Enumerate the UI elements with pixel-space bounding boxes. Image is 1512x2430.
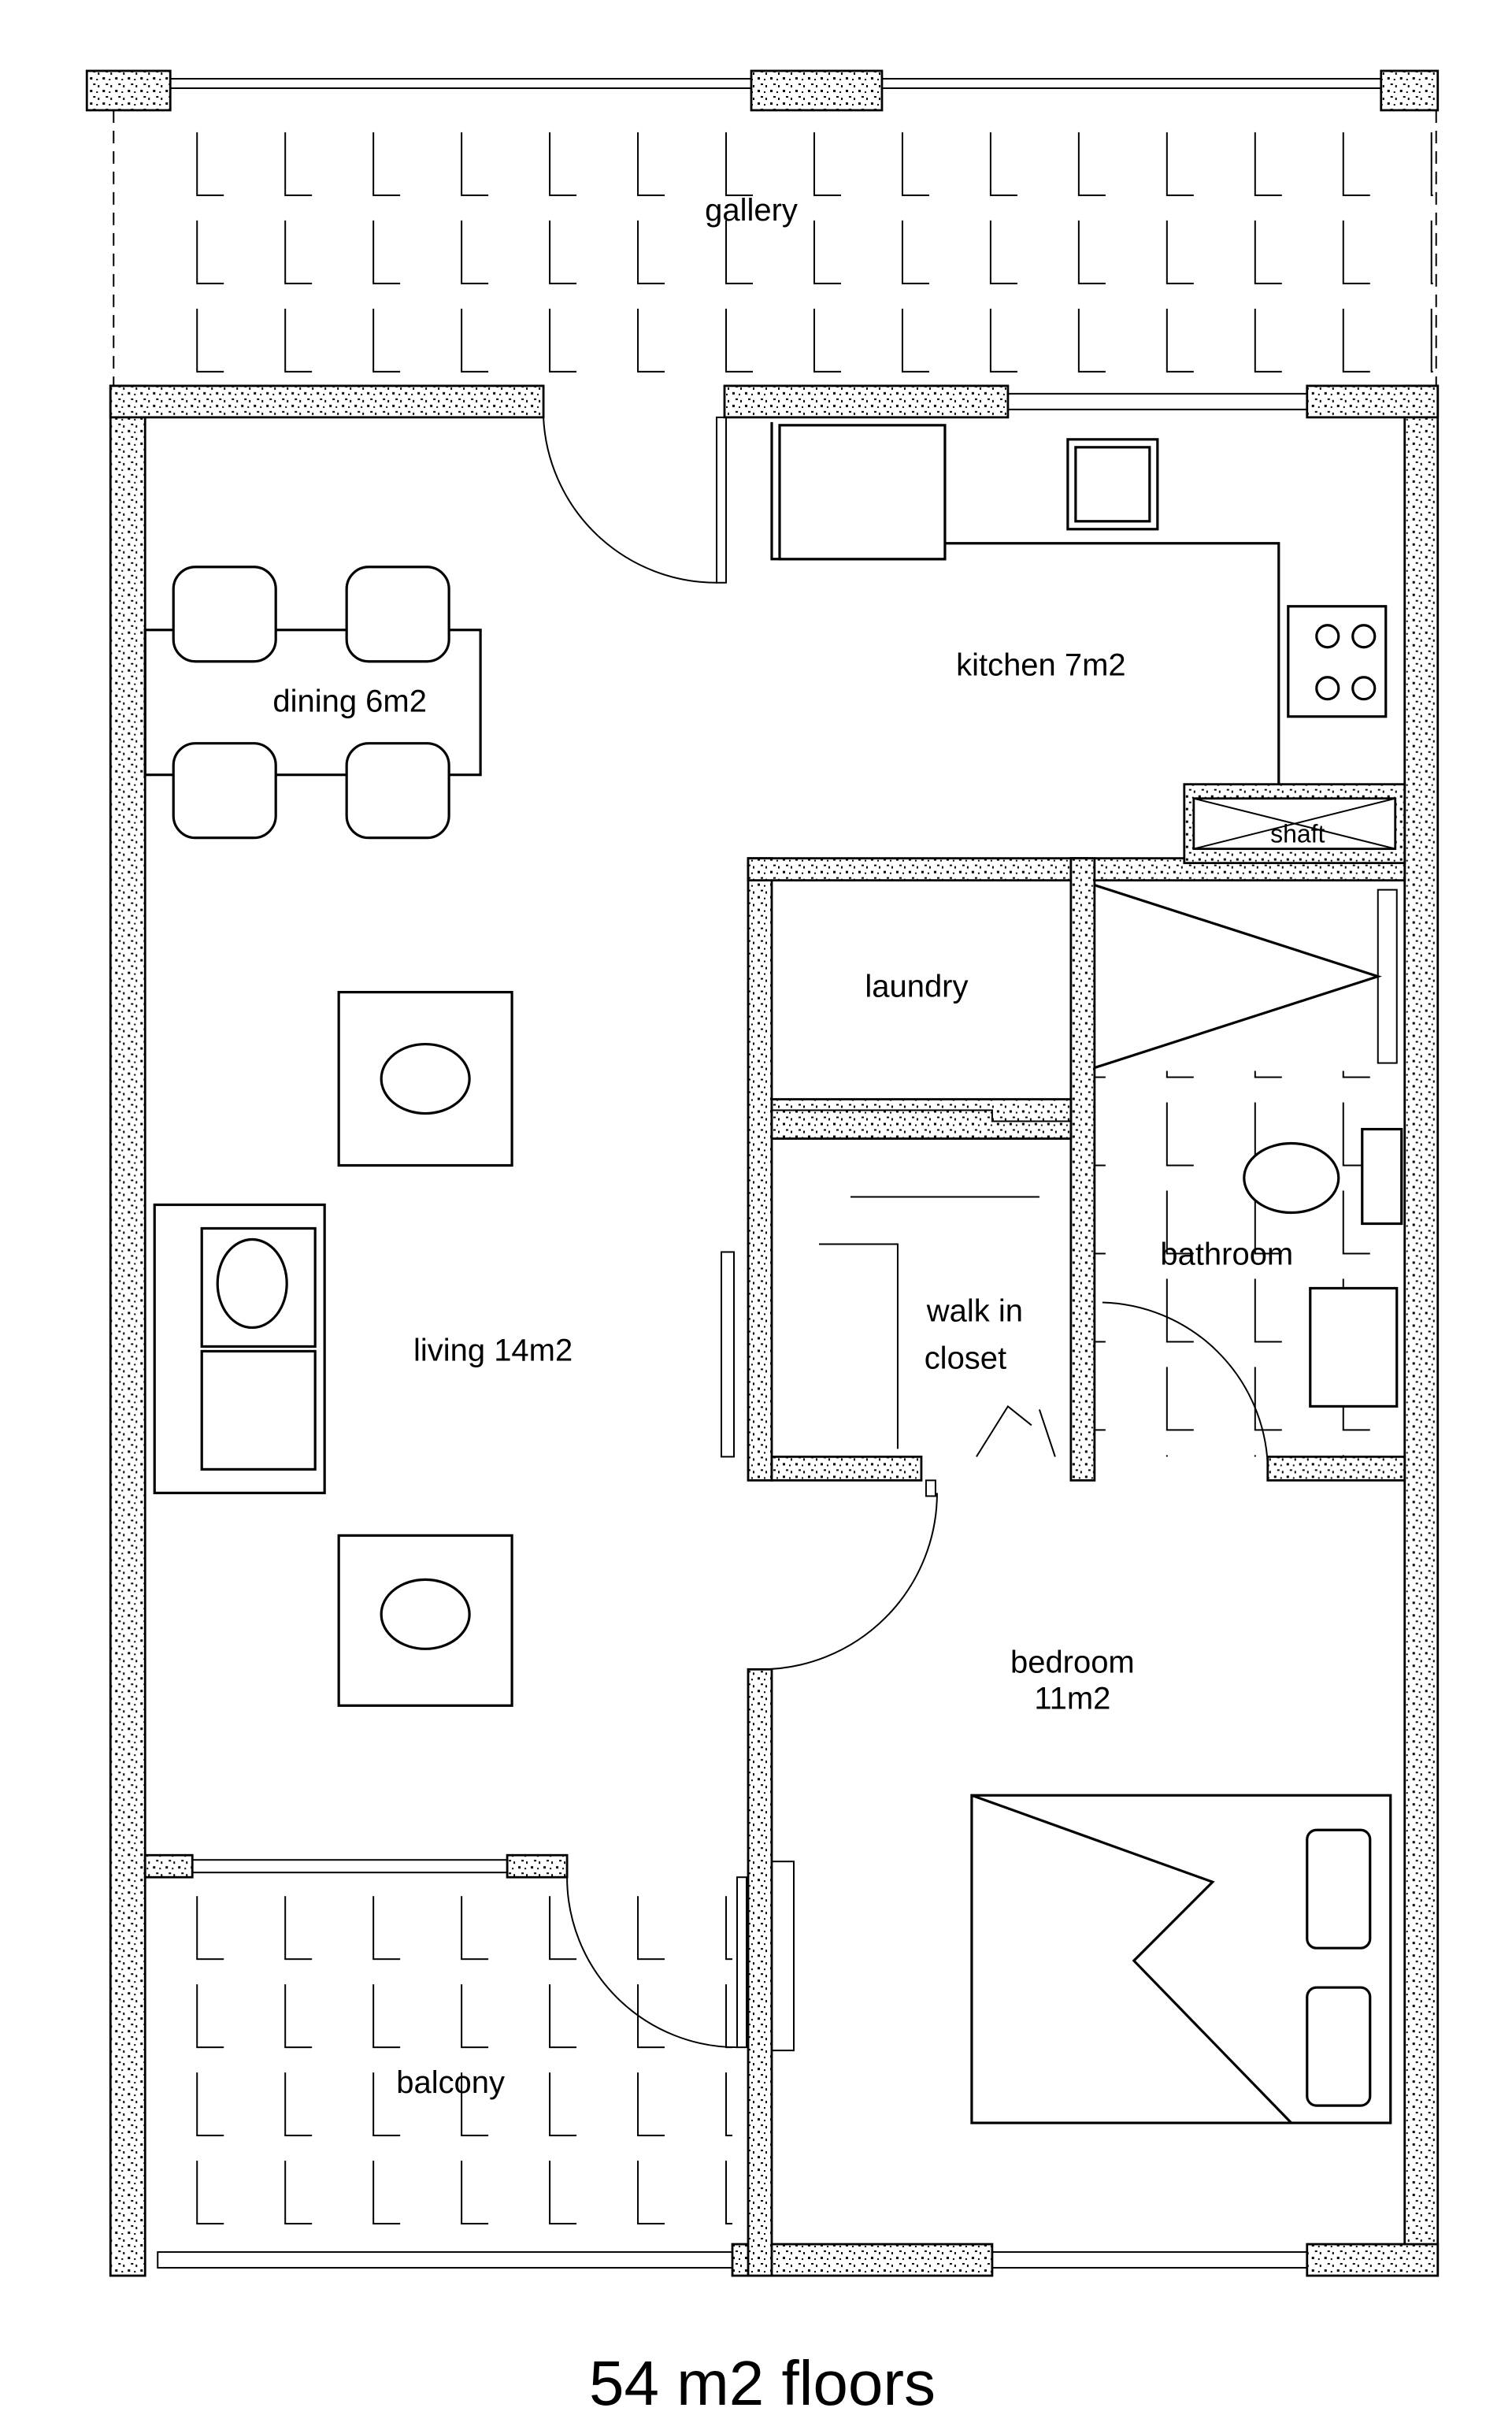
bedroom-label-1: bedroom xyxy=(1010,1645,1135,1679)
bed xyxy=(970,1794,1392,2124)
kitchen-fixtures xyxy=(770,421,1388,785)
dining-table xyxy=(143,566,482,840)
kitchen-label: kitchen 7m2 xyxy=(956,648,1126,683)
walls xyxy=(109,384,1440,2277)
dining-label: dining 6m2 xyxy=(272,684,427,719)
bedroom-label-2: 11m2 xyxy=(1034,1681,1110,1716)
fixtures xyxy=(771,884,1403,1449)
plan-title: 54 m2 floors xyxy=(589,2348,936,2418)
shaft-label: shaft xyxy=(1270,820,1325,848)
gallery-label: gallery xyxy=(705,193,798,228)
closet-label-2: closet xyxy=(925,1341,1006,1375)
laundry-label: laundry xyxy=(865,970,968,1004)
bathroom-label: bathroom xyxy=(1160,1237,1293,1271)
living-label: living 14m2 xyxy=(413,1333,573,1367)
living-furniture xyxy=(153,990,513,1707)
balcony-tiles xyxy=(145,1877,733,2245)
stove xyxy=(1287,605,1388,718)
gallery-area xyxy=(85,69,1440,386)
balcony-label: balcony xyxy=(396,2065,505,2100)
closet-label-1: walk in xyxy=(926,1293,1023,1328)
